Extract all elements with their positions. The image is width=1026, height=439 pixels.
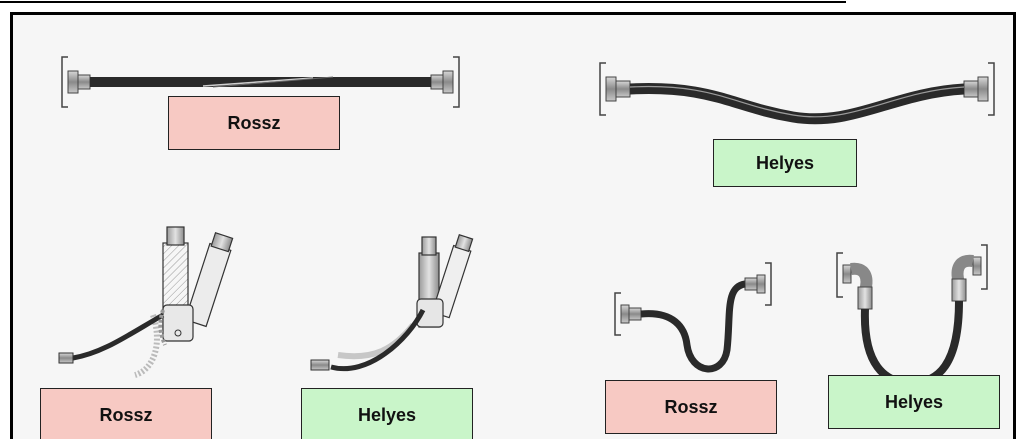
curved-hose-correct bbox=[599, 62, 995, 125]
valve-hose-wrong bbox=[58, 226, 234, 378]
label-wrong-straight: Rossz bbox=[168, 96, 340, 150]
top-rule bbox=[0, 1, 846, 3]
label-correct-valve: Helyes bbox=[301, 388, 473, 439]
label-correct-curved: Helyes bbox=[713, 139, 857, 187]
diagram-frame: Rossz Helyes Rossz Helyes Rossz Helyes bbox=[10, 12, 1016, 439]
label-wrong-valve: Rossz bbox=[40, 388, 212, 439]
hose-illustrations bbox=[58, 56, 995, 388]
label-wrong-u-hose: Rossz bbox=[605, 380, 777, 434]
u-hose-correct bbox=[836, 244, 988, 388]
straight-hose-wrong bbox=[61, 56, 460, 108]
valve-hose-correct bbox=[310, 233, 474, 372]
label-correct-u-hose: Helyes bbox=[828, 375, 1000, 429]
u-hose-wrong bbox=[614, 262, 772, 373]
